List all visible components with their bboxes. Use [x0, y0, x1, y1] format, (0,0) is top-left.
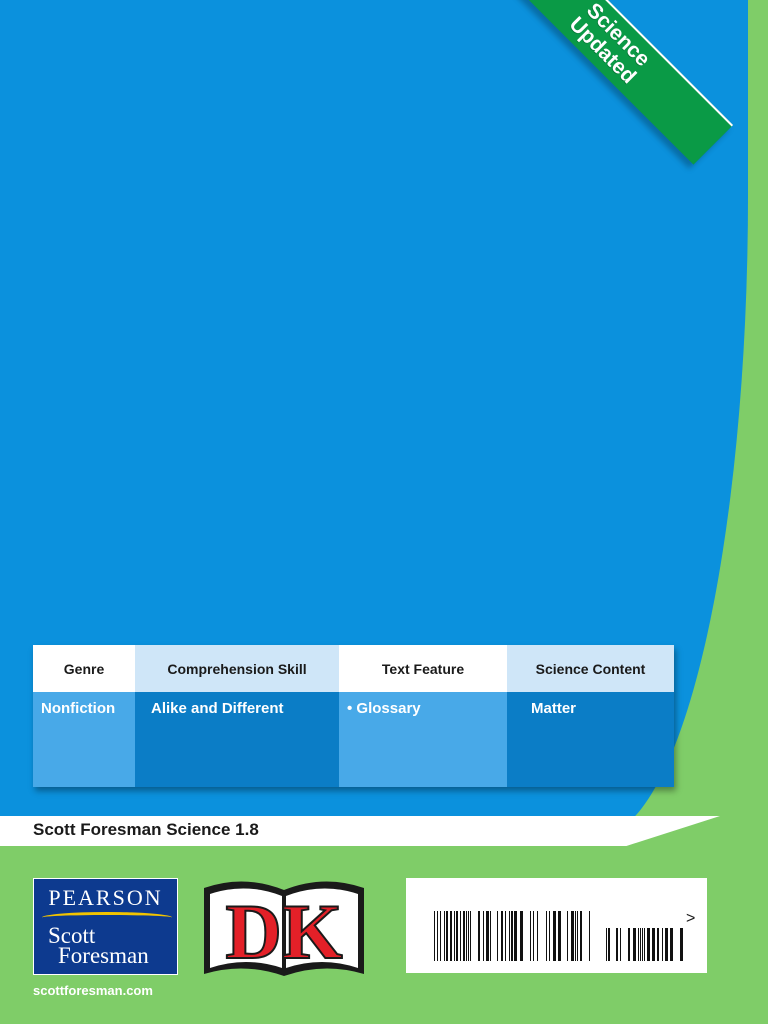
header-text-feature: Text Feature	[339, 645, 507, 692]
column-text-feature: Text Feature • Glossary	[339, 645, 507, 787]
barcode-bar	[537, 911, 538, 961]
dk-letters: DK	[226, 888, 343, 975]
barcode-bar	[657, 928, 659, 961]
barcode-bar	[468, 911, 469, 961]
barcode-bar	[454, 911, 455, 961]
barcode-bar	[670, 928, 673, 961]
barcode-bar	[509, 911, 510, 961]
barcode-bar	[606, 928, 607, 961]
value-science-content: Matter	[507, 692, 674, 787]
barcode-bar	[620, 928, 621, 961]
barcode-bar	[571, 911, 574, 961]
value-comprehension-skill: Alike and Different	[135, 692, 339, 787]
barcode-bar	[575, 911, 576, 961]
barcode-bar	[642, 928, 643, 961]
barcode-bar	[514, 911, 517, 961]
barcode-bar	[549, 911, 550, 961]
header-comprehension-skill: Comprehension Skill	[135, 645, 339, 692]
barcode-bar	[616, 928, 618, 961]
pearson-name: PEARSON	[48, 885, 163, 910]
dk-logo: DK	[204, 881, 364, 976]
barcode-bar	[440, 911, 441, 961]
foresman-text: Foresman	[58, 943, 149, 968]
barcode-bar	[444, 911, 445, 961]
barcode-bar	[463, 911, 465, 961]
series-title-bar: Scott Foresman Science 1.8	[0, 816, 720, 846]
barcode-bar	[483, 911, 484, 961]
barcode-bar	[628, 928, 630, 961]
barcode-bar	[530, 911, 531, 961]
barcode-bar	[680, 928, 683, 961]
barcode-bar	[520, 911, 523, 961]
barcode-bar	[501, 911, 503, 961]
scott-text: Scott	[48, 923, 96, 948]
barcode-bar	[486, 911, 489, 961]
barcode-bar	[437, 911, 438, 961]
barcode-bar	[640, 928, 641, 961]
header-genre: Genre	[33, 645, 135, 692]
header-science-content: Science Content	[507, 645, 674, 692]
barcode: >	[406, 878, 707, 973]
barcode-bar	[558, 911, 561, 961]
barcode-bar	[533, 911, 534, 961]
barcode-bar	[478, 911, 480, 961]
value-text-feature: • Glossary	[339, 692, 507, 787]
column-science-content: Science Content Matter	[507, 645, 674, 787]
website-url: scottforesman.com	[33, 983, 153, 998]
barcode-bar	[460, 911, 461, 961]
barcode-bar	[511, 911, 513, 961]
barcode-bar	[466, 911, 467, 961]
barcode-bar	[490, 911, 491, 961]
column-comprehension-skill: Comprehension Skill Alike and Different	[135, 645, 339, 787]
barcode-bar	[553, 911, 556, 961]
barcode-bar	[644, 928, 645, 961]
barcode-bar	[647, 928, 650, 961]
barcode-bar	[665, 928, 668, 961]
series-title: Scott Foresman Science 1.8	[33, 820, 259, 839]
barcode-bar	[446, 911, 448, 961]
barcode-bar	[546, 911, 547, 961]
pearson-logo: PEARSON Scott Foresman	[33, 878, 178, 975]
pearson-swoosh	[42, 912, 172, 923]
barcode-bar	[662, 928, 663, 961]
barcode-bar	[652, 928, 655, 961]
barcode-bar	[497, 911, 498, 961]
value-genre: Nonfiction	[33, 692, 135, 787]
barcode-bar	[589, 911, 590, 961]
info-table: Genre Nonfiction Comprehension Skill Ali…	[33, 645, 674, 787]
barcode-bar	[470, 911, 471, 961]
barcode-bar	[638, 928, 639, 961]
barcode-arrow: >	[686, 910, 696, 927]
barcode-bar	[505, 911, 506, 961]
barcode-bar	[633, 928, 636, 961]
barcode-bars	[434, 911, 683, 961]
barcode-bar	[577, 911, 578, 961]
barcode-bar	[567, 911, 568, 961]
barcode-bar	[580, 911, 582, 961]
column-genre: Genre Nonfiction	[33, 645, 135, 787]
barcode-bar	[456, 911, 458, 961]
barcode-bar	[608, 928, 610, 961]
barcode-bar	[450, 911, 452, 961]
barcode-bar	[434, 911, 435, 961]
